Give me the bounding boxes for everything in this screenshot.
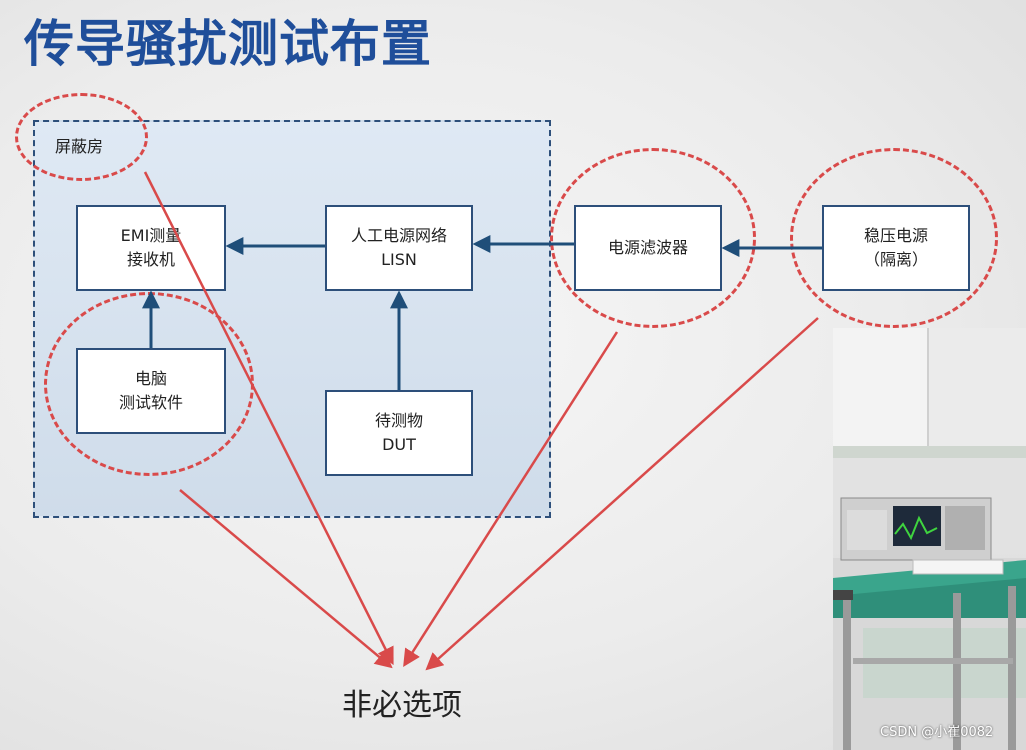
lisn-line2: LISN (381, 250, 417, 269)
optional-items-label: 非必选项 (342, 688, 462, 723)
lab-photo (833, 328, 1026, 750)
lisn-box: 人工电源网络 LISN (325, 205, 473, 291)
emi-receiver-box: EMI测量 接收机 (76, 205, 226, 291)
emi-receiver-line2: 接收机 (126, 250, 175, 269)
shielded-room-highlight-ring (15, 93, 148, 181)
power-supply-highlight-ring (790, 148, 998, 328)
red-arrow-from-power-supply (425, 317, 819, 671)
filter-highlight-ring (550, 148, 756, 328)
red-arrow-from-pc (179, 489, 393, 669)
emi-receiver-line1: EMI测量 (120, 226, 182, 245)
dut-box: 待测物 DUT (325, 390, 473, 476)
dut-line1: 待测物 (374, 411, 423, 430)
dut-line2: DUT (382, 435, 416, 454)
lab-photo-illustration (833, 328, 1026, 750)
red-arrow-from-shielded-room (143, 171, 394, 666)
lisn-line1: 人工电源网络 (350, 226, 447, 245)
slide-title: 传导骚扰测试布置 (24, 15, 432, 73)
red-arrow-from-filter (403, 331, 619, 667)
csdn-watermark: CSDN @小崔0082 (880, 725, 994, 740)
